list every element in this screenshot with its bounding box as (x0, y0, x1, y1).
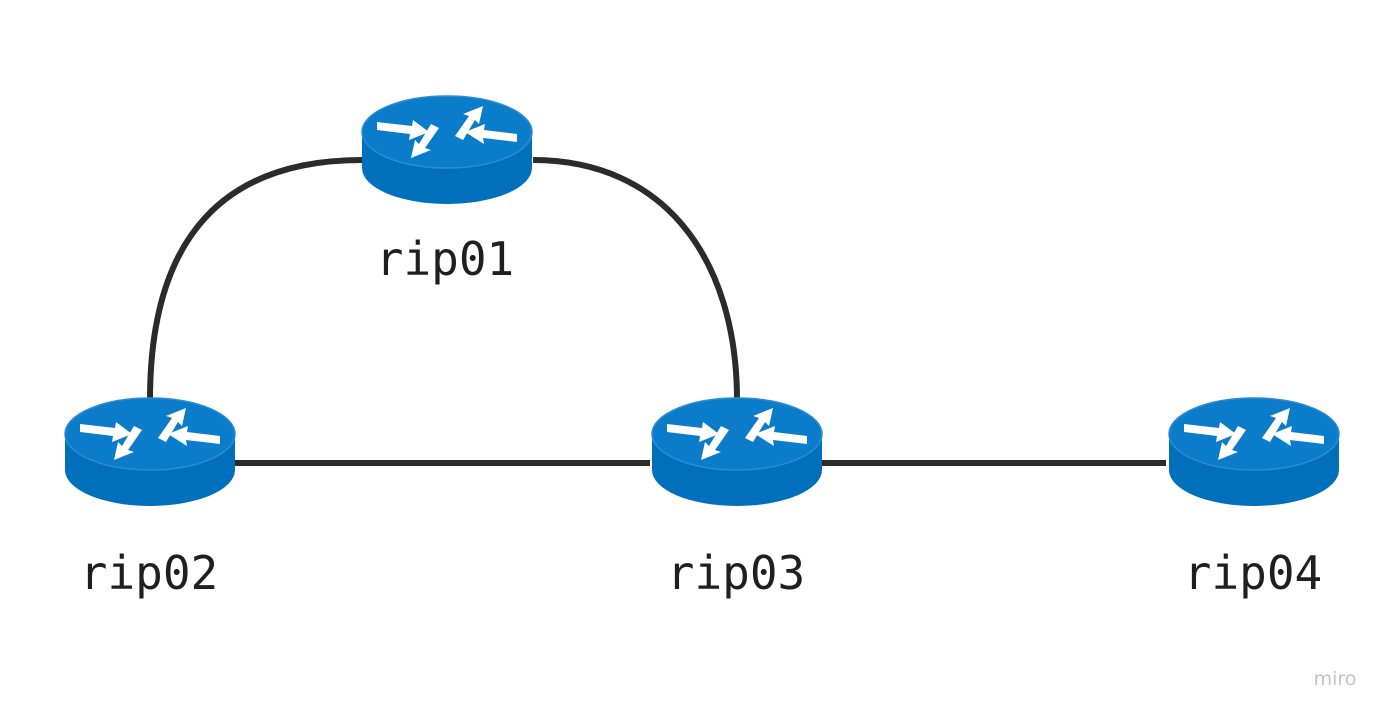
miro-watermark: miro (1313, 668, 1357, 690)
link-rip01-rip03 (532, 157, 740, 401)
router-label-rip02: rip02 (79, 546, 219, 600)
router-label-rip03: rip03 (666, 546, 806, 600)
router-icon-rip01 (361, 95, 533, 205)
router-label-rip04: rip04 (1183, 546, 1323, 600)
router-icon-rip03 (651, 397, 823, 507)
links-layer (147, 157, 1166, 466)
link-rip02-rip01 (147, 157, 363, 401)
router-icon-rip04 (1168, 397, 1340, 507)
router-icon-rip02 (64, 397, 236, 507)
routers-layer (64, 95, 1340, 507)
router-label-rip01: rip01 (375, 232, 515, 286)
